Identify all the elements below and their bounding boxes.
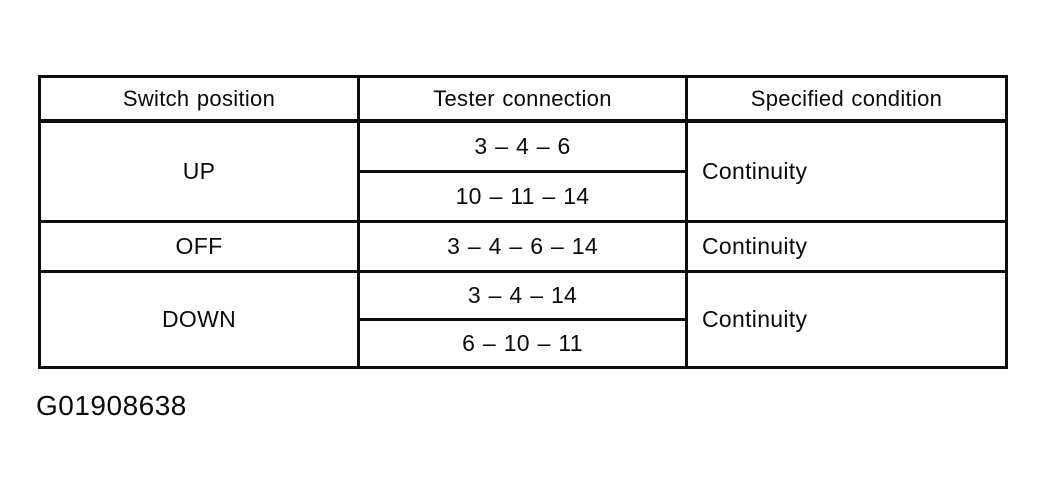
cell-tester-connection-up-1: 3 – 4 – 6	[357, 119, 688, 173]
cell-tester-connection-down-1: 3 – 4 – 14	[357, 270, 688, 321]
cell-tester-connection-down-2: 6 – 10 – 11	[357, 318, 688, 369]
cell-specified-condition-up: Continuity	[685, 119, 1008, 223]
cell-switch-position-down: DOWN	[38, 270, 360, 369]
cell-tester-connection-off: 3 – 4 – 6 – 14	[357, 220, 688, 273]
header-row: Switch position Tester connection Specif…	[38, 75, 1008, 123]
table-row-up-2: 10 – 11 – 14	[40, 170, 1007, 223]
cell-switch-position-off: OFF	[38, 220, 360, 273]
cell-tester-connection-up-2: 10 – 11 – 14	[357, 170, 688, 223]
table-row-down-2: 6 – 10 – 11	[40, 318, 1007, 369]
header-tester-connection: Tester connection	[357, 75, 688, 123]
continuity-spec-table: Switch position Tester connection Specif…	[38, 75, 1008, 369]
cell-specified-condition-down: Continuity	[685, 270, 1008, 369]
table-row-up-1: UP 3 – 4 – 6 Continuity	[38, 119, 1008, 223]
table-row-down-1: DOWN 3 – 4 – 14 Continuity	[38, 270, 1008, 369]
cell-switch-position-up: UP	[38, 119, 360, 223]
header-switch-position: Switch position	[38, 75, 360, 123]
figure-id: G01908638	[36, 390, 187, 421]
cell-specified-condition-off: Continuity	[685, 220, 1008, 273]
header-specified-condition: Specified condition	[685, 75, 1008, 123]
table-row-off: OFF 3 – 4 – 6 – 14 Continuity	[38, 220, 1008, 273]
